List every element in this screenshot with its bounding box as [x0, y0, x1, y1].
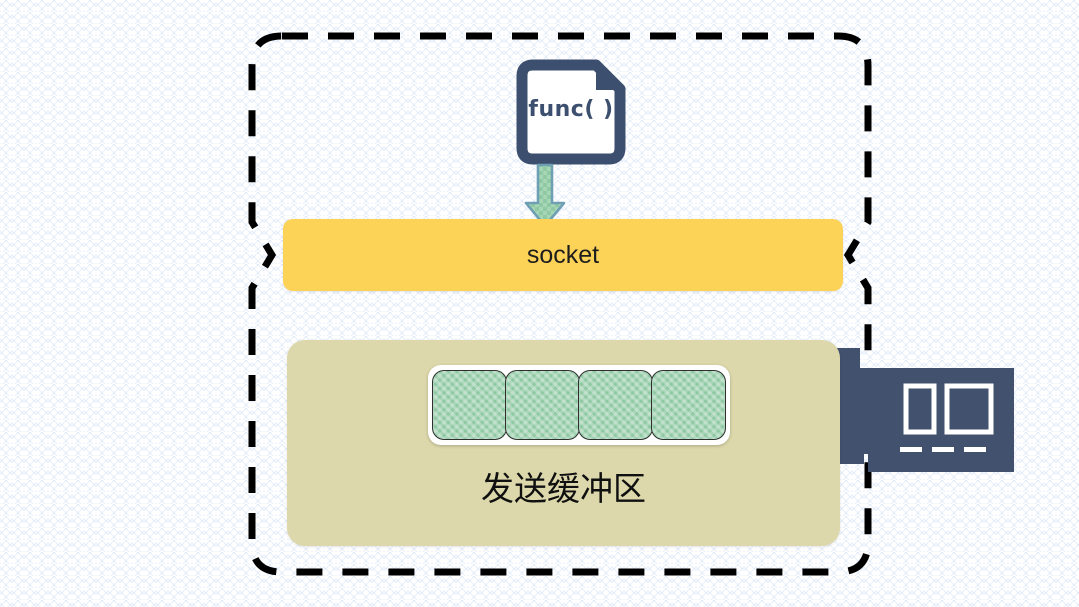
down-arrow-icon — [519, 163, 571, 229]
send-buffer-panel: 发送缓冲区 — [287, 340, 840, 546]
func-document-icon: func( ) — [516, 59, 626, 165]
socket-bar: socket — [283, 219, 843, 291]
buffer-cell — [578, 370, 653, 440]
func-document-label: func( ) — [528, 97, 614, 122]
buffer-cell — [432, 370, 507, 440]
buffer-cells-frame — [428, 365, 730, 445]
network-interface-card-icon — [834, 346, 1016, 474]
buffer-cell — [505, 370, 580, 440]
buffer-cell — [651, 370, 726, 440]
socket-label: socket — [526, 240, 600, 269]
send-buffer-label: 发送缓冲区 — [481, 469, 646, 508]
